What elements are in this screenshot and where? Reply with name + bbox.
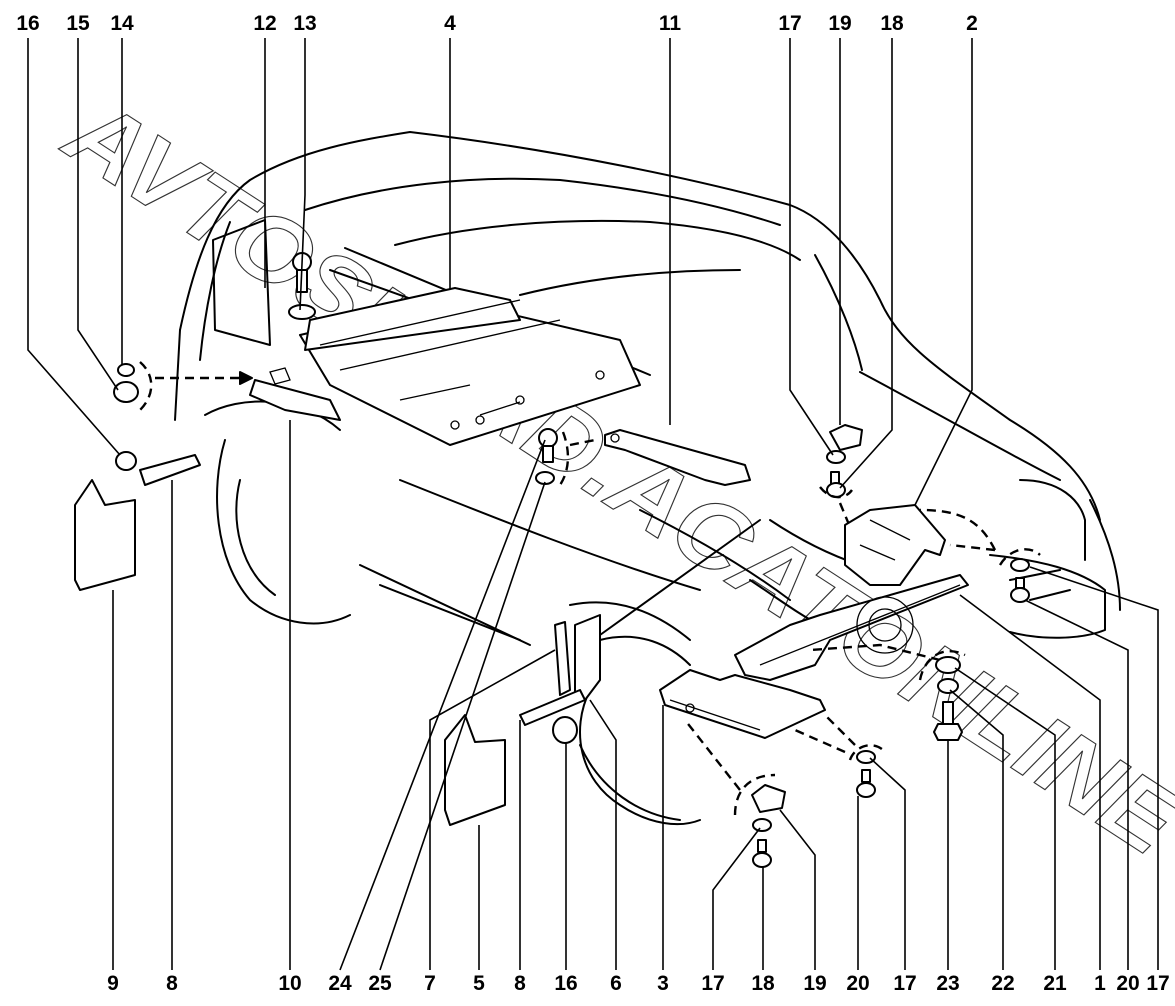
callout-8: 8 — [514, 972, 526, 995]
part-11-support-arm — [604, 429, 751, 486]
watermark: AVTOSKLAD.ACATONLINE — [46, 76, 1175, 878]
callout-7: 7 — [424, 972, 436, 995]
callout-24: 24 — [328, 972, 352, 995]
callout-12: 12 — [253, 12, 277, 35]
callout-21: 21 — [1043, 972, 1067, 995]
callout-20: 20 — [1116, 972, 1140, 995]
callout-18: 18 — [880, 12, 904, 35]
callout-3: 3 — [657, 972, 669, 995]
callout-10: 10 — [278, 972, 302, 995]
part-10-bracket — [249, 367, 341, 421]
callout-14: 14 — [110, 12, 134, 35]
callout-17: 17 — [778, 12, 802, 35]
callout-8: 8 — [166, 972, 178, 995]
callout-23: 23 — [936, 972, 960, 995]
callout-13: 13 — [293, 12, 317, 35]
callout-17: 17 — [701, 972, 725, 995]
callout-17: 17 — [1146, 972, 1170, 995]
callout-4: 4 — [444, 12, 456, 35]
callout-15: 15 — [66, 12, 90, 35]
fastener-19-17-18-lower — [684, 719, 786, 868]
fastener-14-15-16 — [113, 361, 253, 471]
callout-9: 9 — [107, 972, 119, 995]
callout-17: 17 — [893, 972, 917, 995]
callout-16: 16 — [16, 12, 40, 35]
callout-20: 20 — [846, 972, 870, 995]
part-5-mud-flap-rear — [444, 714, 506, 826]
callout-6: 6 — [610, 972, 622, 995]
callout-22: 22 — [991, 972, 1015, 995]
callout-2: 2 — [966, 12, 978, 35]
callout-18: 18 — [751, 972, 775, 995]
fastener-21-22-23 — [918, 650, 966, 741]
callout-1: 1 — [1094, 972, 1106, 995]
part-3-side-shield — [659, 669, 826, 739]
part-9-mud-flap-front — [74, 479, 136, 591]
part-4-undertray — [299, 287, 641, 446]
callout-25: 25 — [368, 972, 392, 995]
watermark-text: AVTOSKLAD.ACATONLINE — [47, 77, 1175, 878]
part-1-cross-shield — [734, 574, 969, 681]
callout-11: 11 — [658, 12, 682, 35]
fastener-17-20-right — [998, 548, 1041, 603]
parts-6-7-8-rear — [519, 614, 601, 744]
callout-16: 16 — [554, 972, 578, 995]
part-8-clamp-plate-front — [139, 454, 201, 486]
callout-19: 19 — [828, 12, 852, 35]
leader-lines — [27, 38, 1159, 971]
part-2-bracket — [844, 504, 997, 586]
callout-19: 19 — [803, 972, 827, 995]
fastener-17-20-lower — [794, 714, 886, 798]
callout-5: 5 — [473, 972, 485, 995]
